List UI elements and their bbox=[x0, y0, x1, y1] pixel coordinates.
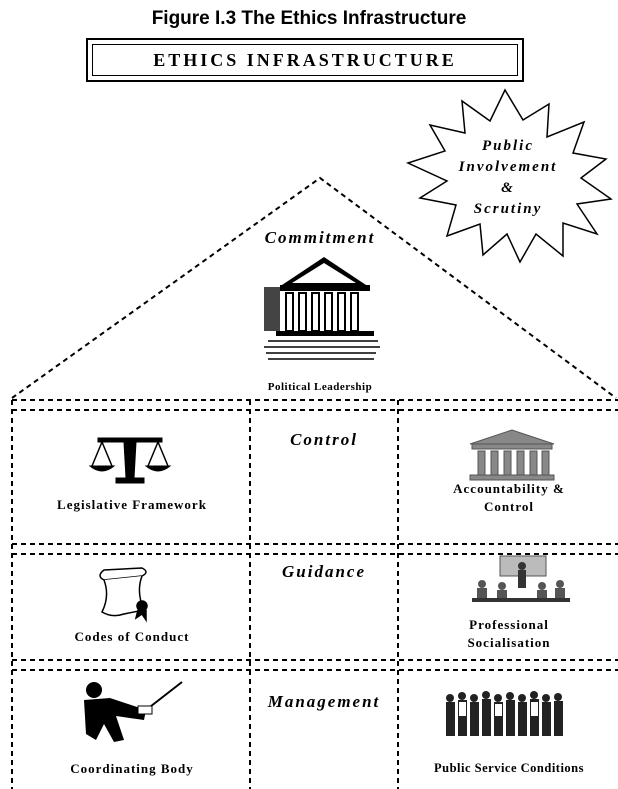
public-service-conditions-label: Public Service Conditions bbox=[433, 761, 584, 775]
starburst-text: Public Involvement & Scrutiny bbox=[440, 136, 576, 220]
accountability-label: Accountability & Control bbox=[400, 480, 618, 516]
control-heading: Control bbox=[290, 430, 358, 449]
courthouse-icon bbox=[264, 257, 380, 360]
conductor-icon bbox=[84, 681, 183, 742]
row-separators bbox=[12, 399, 618, 671]
professional-socialisation-line-1: Professional bbox=[469, 617, 549, 632]
professional-socialisation-label: Professional Socialisation bbox=[400, 616, 618, 652]
legislative-framework-label: Legislative Framework bbox=[57, 497, 207, 512]
star-line-1: Public bbox=[482, 138, 534, 154]
commitment-heading: Commitment bbox=[264, 228, 376, 247]
coordinating-body-label: Coordinating Body bbox=[70, 761, 194, 776]
title-banner: ETHICS INFRASTRUCTURE bbox=[86, 38, 524, 82]
accountability-line-1: Accountability & bbox=[453, 481, 565, 496]
codes-of-conduct-label: Codes of Conduct bbox=[74, 629, 190, 644]
accountability-line-2: Control bbox=[483, 499, 535, 514]
column-separators bbox=[11, 400, 399, 789]
title-banner-text: ETHICS INFRASTRUCTURE bbox=[92, 44, 518, 76]
starburst-shape bbox=[405, 88, 613, 264]
management-heading: Management bbox=[267, 692, 381, 711]
political-leadership-label: Political Leadership bbox=[267, 381, 373, 393]
star-line-3: & bbox=[501, 180, 515, 196]
guidance-heading: Guidance bbox=[282, 562, 366, 581]
scales-icon bbox=[88, 437, 172, 484]
pillared-building-icon bbox=[469, 429, 555, 481]
scroll-icon bbox=[99, 567, 148, 623]
star-line-4: Scrutiny bbox=[473, 201, 543, 217]
star-line-2: Involvement bbox=[458, 159, 558, 175]
classroom-icon bbox=[472, 555, 570, 602]
roof-outline bbox=[11, 176, 617, 399]
figure-title: Figure I.3 The Ethics Infrastructure bbox=[151, 8, 467, 29]
professional-socialisation-line-2: Socialisation bbox=[467, 635, 551, 650]
people-group-icon bbox=[446, 691, 563, 736]
